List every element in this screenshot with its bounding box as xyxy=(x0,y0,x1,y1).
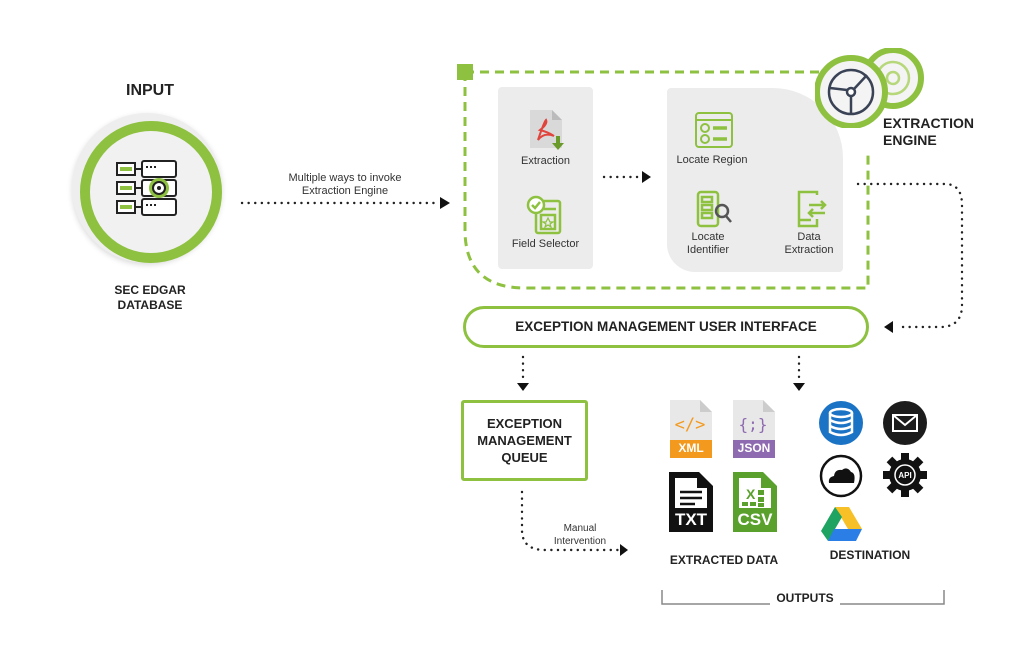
database-icon xyxy=(818,400,864,446)
engine-to-ui-line xyxy=(856,182,964,329)
queue-line1: EXCEPTION xyxy=(486,416,563,431)
outputs-bracket-left xyxy=(661,590,770,605)
input-label: SEC EDGAR DATABASE xyxy=(100,283,200,313)
locate-region-icon xyxy=(693,110,735,150)
invoke-label-line2: Extraction Engine xyxy=(301,185,389,197)
manual-line xyxy=(520,490,620,552)
manual-line1: Manual xyxy=(563,523,597,534)
queue-line3: QUEUE xyxy=(501,450,548,465)
field-selector-icon xyxy=(526,195,564,237)
ui-to-outputs-head xyxy=(793,383,805,391)
json-file-icon: {;} JSON xyxy=(731,400,777,458)
xml-file-icon: </> XML xyxy=(668,400,714,458)
queue-line2: MANAGEMENT xyxy=(477,433,572,448)
engine-right-item-locate-identifier: Locate Identifier xyxy=(670,231,746,257)
manual-line2: Intervention xyxy=(553,536,607,547)
invoke-arrow-head xyxy=(440,197,450,209)
engine-title-line1: EXTRACTION xyxy=(883,115,974,131)
data-extraction-line2: Extraction xyxy=(784,244,834,256)
engine-right-item-data-extraction: Data Extraction xyxy=(776,231,842,257)
locate-identifier-line1: Locate xyxy=(691,231,725,243)
engine-left-item-field-selector: Field Selector xyxy=(511,238,580,250)
outputs-bracket-right xyxy=(840,590,945,605)
csv-label: CSV xyxy=(737,510,773,529)
exception-ui-label: EXCEPTION MANAGEMENT USER INTERFACE xyxy=(515,319,817,334)
ui-to-queue-head xyxy=(517,383,529,391)
input-circle xyxy=(72,113,222,263)
database-server-gear-icon xyxy=(116,160,177,216)
svg-text:{;}: {;} xyxy=(739,415,768,434)
extracted-data-label: EXTRACTED DATA xyxy=(669,553,779,567)
locate-identifier-icon xyxy=(694,189,734,229)
onedrive-cloud-icon xyxy=(818,453,864,499)
data-extraction-icon xyxy=(795,189,829,229)
engine-right-item-locate-region: Locate Region xyxy=(676,154,748,166)
pdf-download-icon xyxy=(526,108,566,154)
svg-text:X: X xyxy=(746,486,756,502)
input-label-line2: DATABASE xyxy=(117,298,183,312)
txt-label: TXT xyxy=(674,510,708,529)
svg-text:</>: </> xyxy=(675,415,706,435)
email-icon xyxy=(882,400,928,446)
json-label: JSON xyxy=(737,441,771,455)
engine-title-line2: ENGINE xyxy=(883,132,937,148)
engine-to-ui-head xyxy=(884,321,893,333)
invoke-label-line1: Multiple ways to invoke xyxy=(288,172,402,184)
xml-label: XML xyxy=(678,441,704,455)
manual-intervention-label: Manual Intervention xyxy=(540,522,620,548)
engine-corner-square xyxy=(457,64,473,80)
input-label-line1: SEC EDGAR xyxy=(114,283,186,297)
exception-management-queue-box[interactable]: EXCEPTION MANAGEMENT QUEUE xyxy=(461,400,588,481)
svg-text:API: API xyxy=(898,471,911,480)
api-gear-icon: API xyxy=(882,452,928,498)
invoke-arrow-label: Multiple ways to invoke Extraction Engin… xyxy=(265,172,425,198)
outputs-label: OUTPUTS xyxy=(776,591,834,605)
data-extraction-line1: Data xyxy=(797,231,821,243)
csv-file-icon: X CSV xyxy=(731,472,779,532)
inner-arrow-head xyxy=(642,171,651,183)
gears-icon xyxy=(815,48,925,128)
google-drive-icon xyxy=(820,505,864,543)
engine-left-item-extraction: Extraction xyxy=(521,155,570,167)
exception-management-ui-box[interactable]: EXCEPTION MANAGEMENT USER INTERFACE xyxy=(463,306,869,348)
destination-label: DESTINATION xyxy=(829,548,911,562)
txt-file-icon: TXT xyxy=(667,472,715,532)
engine-dashed-border xyxy=(463,70,870,290)
input-heading: INPUT xyxy=(126,82,174,99)
manual-head xyxy=(620,544,628,556)
engine-title: EXTRACTION ENGINE xyxy=(883,115,974,149)
locate-identifier-line2: Identifier xyxy=(686,244,730,256)
